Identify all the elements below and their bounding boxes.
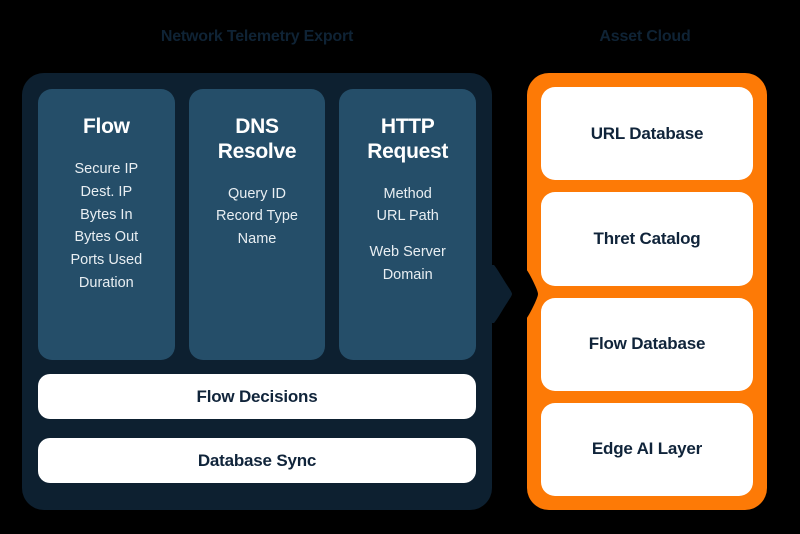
telemetry-card-dns-resolve[interactable]: DNS Resolve Query ID Record Type Name <box>188 89 326 360</box>
connector-notch <box>527 265 541 323</box>
left-section-title: Network Telemetry Export <box>160 28 354 45</box>
card-field: Name <box>237 231 277 248</box>
cloud-card-label: URL Database <box>590 123 704 143</box>
telemetry-card-row: Flow Secure IP Dest. IP Bytes In Bytes O… <box>38 89 477 360</box>
telemetry-card-flow[interactable]: Flow Secure IP Dest. IP Bytes In Bytes O… <box>38 89 175 360</box>
card-field: Secure IP <box>74 160 139 177</box>
card-field-list: Secure IP Dest. IP Bytes In Bytes Out Po… <box>46 158 167 295</box>
card-field: Ports Used <box>70 252 143 269</box>
card-field: Bytes In <box>80 206 133 223</box>
card-title: Flow <box>83 115 130 138</box>
action-bar-flow-decisions[interactable]: Flow Decisions <box>38 374 476 419</box>
card-field: Method <box>383 185 432 202</box>
card-title: DNS Resolve <box>217 115 297 163</box>
right-section-title: Asset Cloud <box>599 28 691 45</box>
cloud-card-edge-ai-layer[interactable]: Edge AI Layer <box>541 402 753 496</box>
cloud-card-flow-database[interactable]: Flow Database <box>541 297 753 391</box>
card-field: URL Path <box>376 208 439 225</box>
telemetry-card-http-request[interactable]: HTTP Request Method URL Path Web Server … <box>339 89 477 360</box>
asset-cloud-card-list: URL Database Thret Catalog Flow Database… <box>541 87 753 496</box>
card-field: Web Server Domain <box>369 244 446 284</box>
cloud-card-label: Thret Catalog <box>593 228 701 248</box>
card-title: HTTP Request <box>367 115 449 163</box>
card-field: Bytes Out <box>74 229 139 246</box>
card-field: Duration <box>78 275 134 292</box>
action-bar-label: Flow Decisions <box>196 386 318 406</box>
card-field: Record Type <box>216 208 298 225</box>
cloud-card-label: Edge AI Layer <box>591 439 703 459</box>
cloud-card-label: Flow Database <box>588 334 706 354</box>
card-field-list: Method URL Path Web Server Domain <box>347 183 468 288</box>
action-bar-database-sync[interactable]: Database Sync <box>38 438 476 483</box>
card-field: Query ID <box>228 185 287 202</box>
card-field: Dest. IP <box>80 183 133 200</box>
action-bar-label: Database Sync <box>197 450 317 470</box>
cloud-card-url-database[interactable]: URL Database <box>541 87 753 181</box>
arrow-right-icon <box>488 265 514 323</box>
cloud-card-thret-catalog[interactable]: Thret Catalog <box>541 192 753 286</box>
card-field-list: Query ID Record Type Name <box>197 183 318 252</box>
